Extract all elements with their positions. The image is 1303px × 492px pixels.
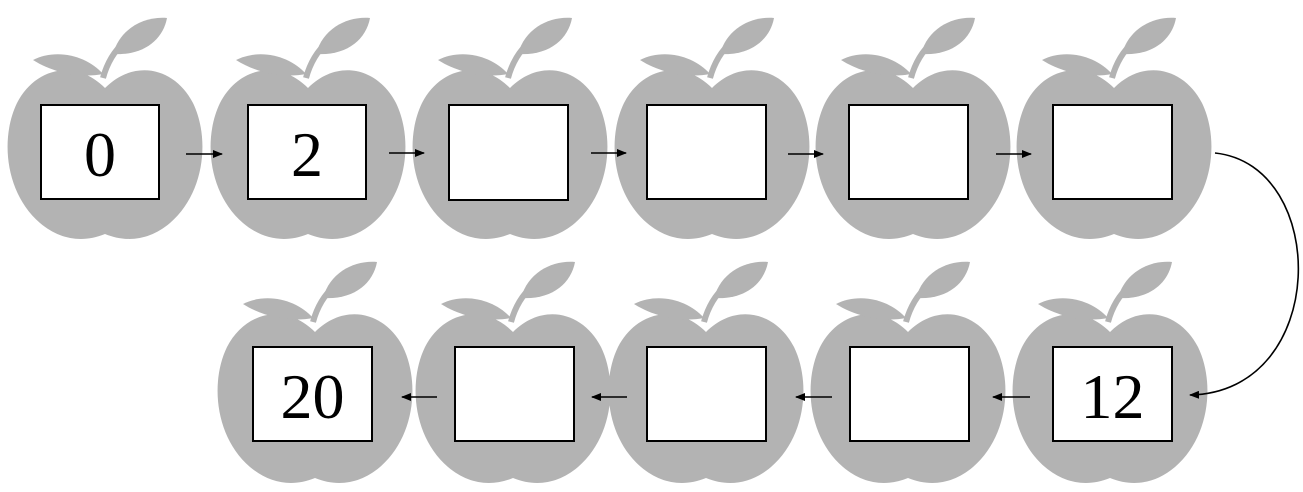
number-box-9	[646, 346, 767, 442]
number-box-4	[646, 104, 767, 200]
number-box-10	[454, 346, 575, 442]
number-box-5	[848, 104, 969, 200]
number-box-3	[448, 104, 569, 201]
arrow-6-7-curve	[1189, 152, 1299, 399]
number-box-11: 20	[252, 346, 373, 442]
number-box-7: 12	[1052, 346, 1173, 442]
number-box-1: 0	[40, 104, 160, 200]
number-box-8	[849, 346, 970, 442]
number-box-2: 2	[247, 104, 367, 200]
number-box-6	[1052, 104, 1173, 200]
